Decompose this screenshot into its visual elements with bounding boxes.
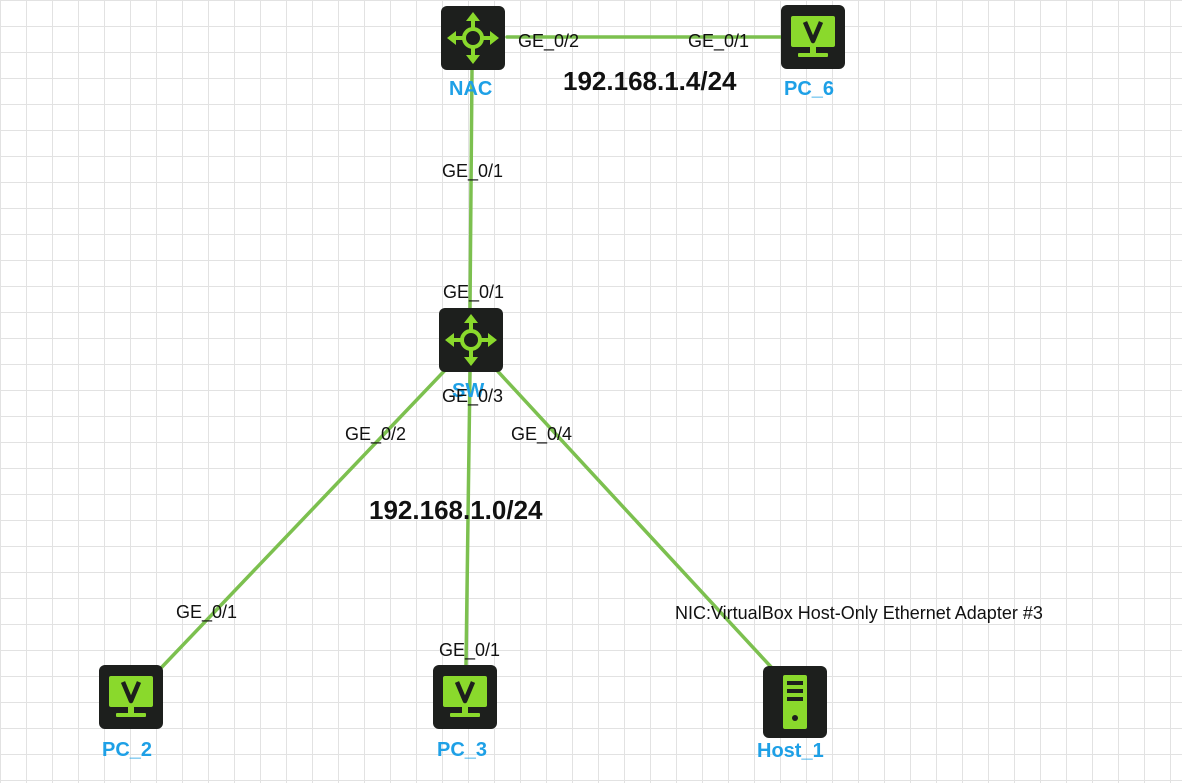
- pc6-label: PC_6: [784, 78, 835, 100]
- nac-router-icon[interactable]: [439, 4, 507, 72]
- pc2-label: PC_2: [102, 739, 153, 761]
- pc6-port-ge01: GE_0/1: [688, 31, 750, 51]
- host1-server-icon[interactable]: [763, 666, 827, 738]
- network-label-lower: 192.168.1.0/24: [369, 495, 543, 525]
- pc2-port-ge01: GE_0/1: [176, 602, 238, 622]
- pc6-monitor-icon[interactable]: [781, 5, 845, 69]
- sw-switch-icon[interactable]: [437, 306, 505, 374]
- sw-port-ge03: GE_0/3: [442, 386, 504, 406]
- pc3-port-ge01: GE_0/1: [439, 640, 501, 660]
- host1-label: Host_1: [757, 740, 824, 762]
- link-sw-pc3[interactable]: [464, 370, 472, 667]
- pc3-label: PC_3: [437, 739, 488, 761]
- nac-port-ge01: GE_0/1: [442, 161, 504, 181]
- sw-port-ge01: GE_0/1: [443, 282, 505, 302]
- host1-nic-label: NIC:VirtualBox Host-Only Ethernet Adapte…: [675, 603, 1043, 623]
- link-sw-host1[interactable]: [490, 363, 774, 670]
- pc3-monitor-icon[interactable]: [433, 665, 497, 729]
- nac-port-ge02: GE_0/2: [518, 31, 580, 51]
- network-label-upper: 192.168.1.4/24: [563, 66, 737, 96]
- pc2-monitor-icon[interactable]: [99, 665, 163, 729]
- sw-port-ge04: GE_0/4: [511, 424, 573, 444]
- nac-label: NAC: [449, 78, 493, 100]
- link-nac-sw[interactable]: [468, 68, 474, 310]
- link-sw-pc2[interactable]: [159, 363, 452, 670]
- sw-port-ge02: GE_0/2: [345, 424, 407, 444]
- sw-label: SW: [452, 380, 485, 402]
